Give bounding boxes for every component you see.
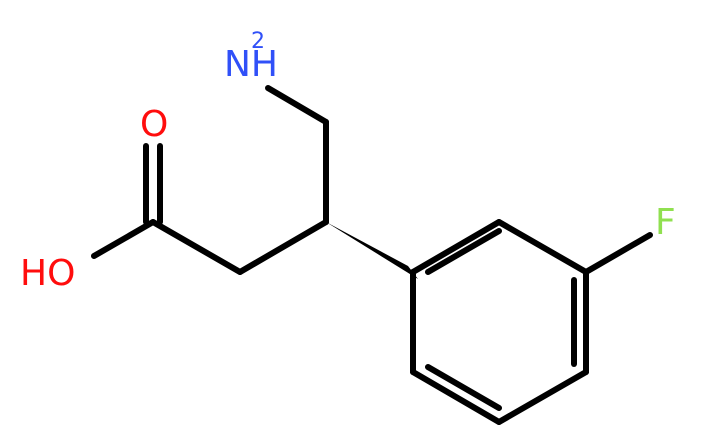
ring-inner-3	[425, 364, 502, 411]
amine-label: NH	[224, 44, 278, 85]
hydroxyl-label: HO	[20, 253, 75, 294]
ring-bond-5	[410, 369, 502, 425]
bond-n-ch2	[265, 85, 329, 125]
bond-stereocenter-ch2b	[237, 219, 329, 275]
atom-labels: NH 2 O HO F	[20, 29, 676, 294]
amine-subscript: 2	[251, 29, 265, 54]
carbonyl-oxygen-label: O	[140, 104, 168, 145]
bond-c-f	[583, 232, 653, 275]
ring-bond-2	[496, 219, 589, 275]
fluorine-label: F	[655, 202, 676, 243]
ring-bond-4	[496, 369, 589, 425]
bond-ch2b-carboxyl	[150, 219, 243, 275]
ring-bond-1	[410, 219, 502, 275]
bonds	[91, 85, 653, 425]
ring-inner-1	[425, 228, 502, 275]
bond-c-oh	[91, 219, 156, 259]
wedge-bond	[326, 222, 418, 279]
